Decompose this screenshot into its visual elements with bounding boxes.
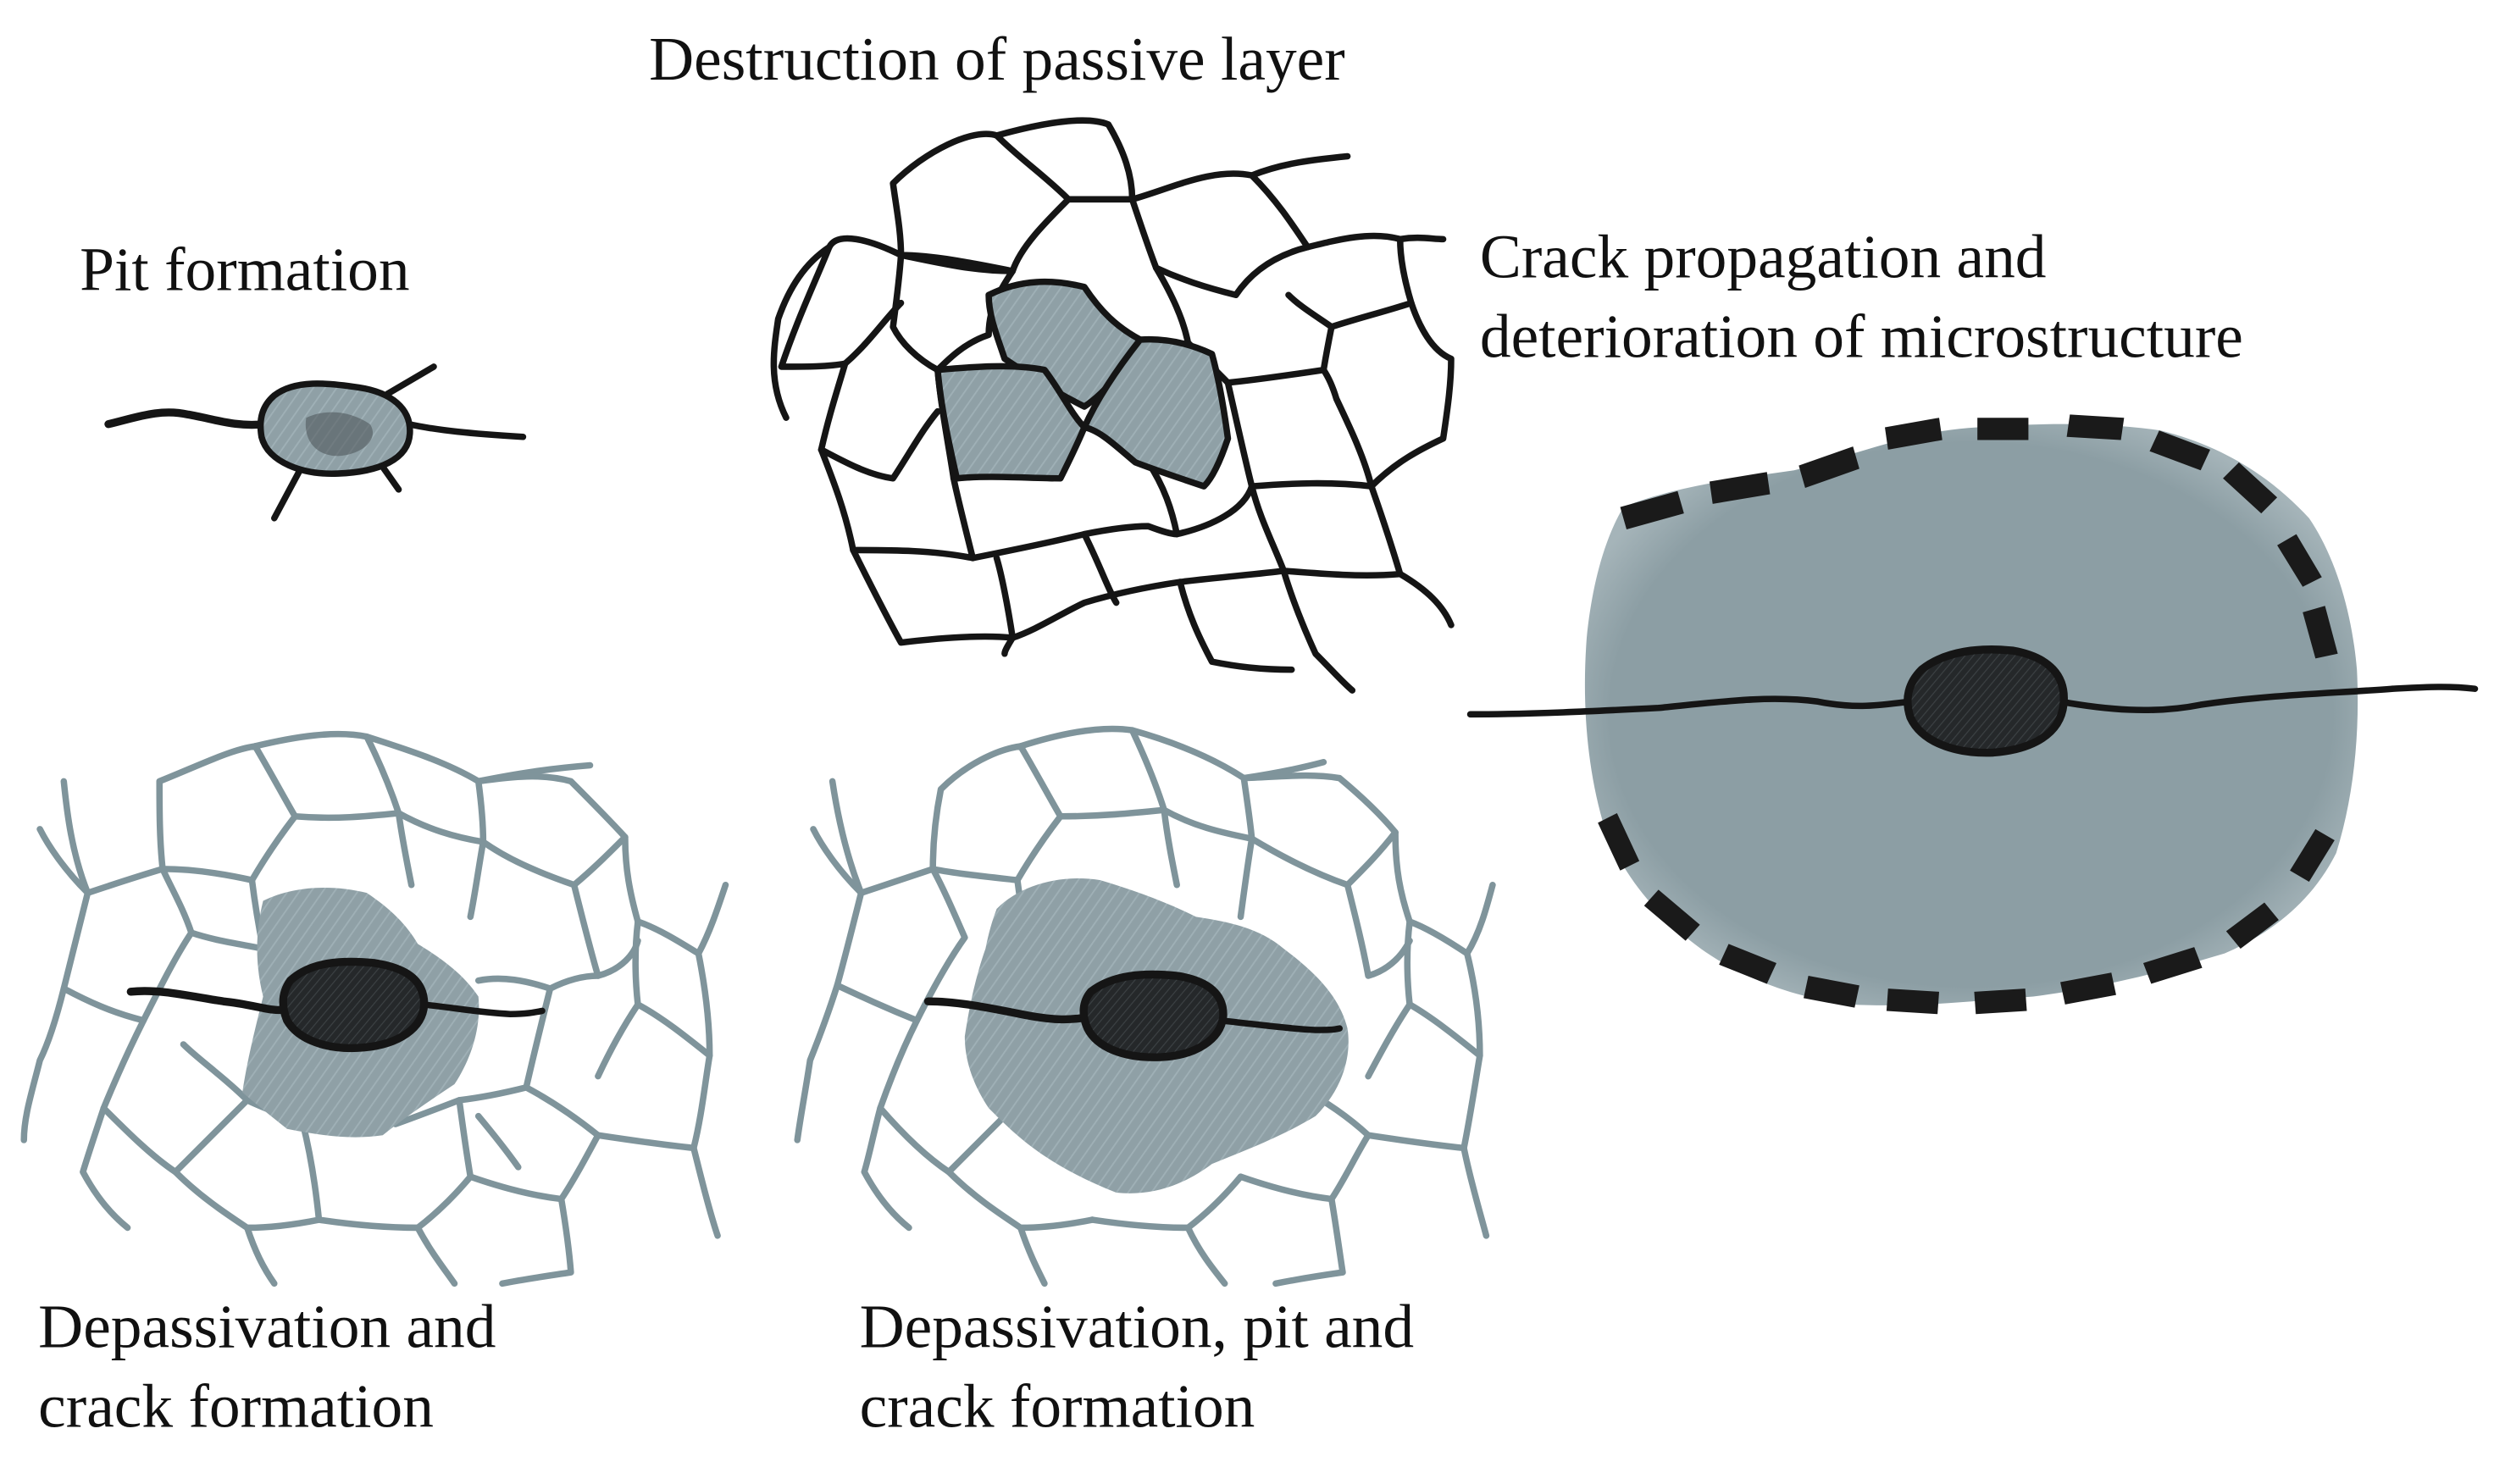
label-depassivation-crack-line-2: crack formation: [38, 1372, 434, 1442]
crack-propagation-sketch: [1466, 414, 2479, 1015]
label-depassivation-crack-line-1: Depassivation and: [38, 1293, 496, 1362]
depassivation-pit-crack-sketch: [794, 725, 1496, 1287]
label-destruction-of-passive-layer: Destruction of passive layer: [649, 25, 1345, 95]
grey-grain-3: [1081, 335, 1232, 490]
label-crack-propagation-line-1: Crack propagation and: [1479, 223, 2047, 292]
label-crack-propagation-line-2: deterioration of microstructure: [1479, 302, 2243, 372]
label-depassivation-pit-crack-line-2: crack formation: [859, 1372, 1255, 1442]
pit-propagated: [1904, 645, 2068, 757]
pit-center: [1079, 970, 1228, 1061]
pit-formation-sketch: [104, 363, 527, 522]
label-depassivation-pit-crack-formation: Depassivation, pit and crack formation: [860, 1288, 1414, 1448]
dashed-boundary: [1598, 414, 2338, 1015]
label-pit-formation: Pit formation: [80, 235, 410, 305]
passive-layer-destruction-sketch: [770, 117, 1455, 694]
grey-grain-2: [934, 363, 1088, 482]
depass-pit: [279, 957, 429, 1053]
label-depassivation-pit-crack-line-1: Depassivation, pit and: [859, 1293, 1415, 1362]
label-crack-propagation: Crack propagation and deterioration of m…: [1480, 219, 2243, 378]
label-depassivation-crack-formation: Depassivation and crack formation: [38, 1288, 496, 1448]
depassivation-crack-sketch: [20, 730, 729, 1287]
